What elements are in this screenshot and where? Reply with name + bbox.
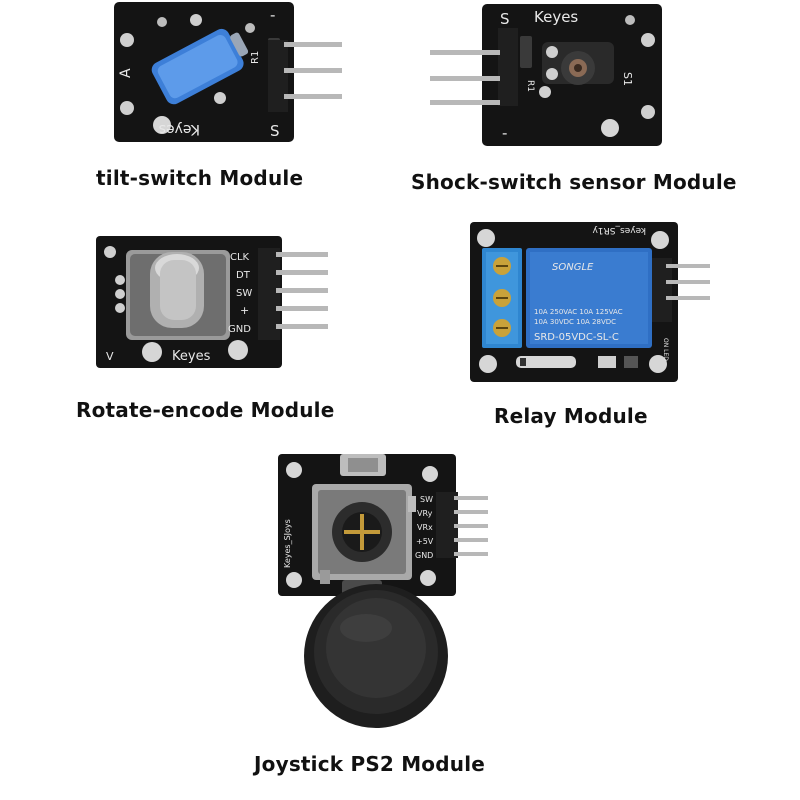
rotate-pin-dt: DT: [236, 270, 251, 281]
shock-r1-label: R1: [525, 80, 535, 92]
rotate-pin-gnd: GND: [228, 324, 251, 335]
rotate-pin-clk: CLK: [230, 252, 250, 263]
shock-switch-caption: Shock-switch sensor Module: [411, 170, 737, 194]
rotate-encode-module: CLK DT SW + GND Keyes V: [90, 230, 340, 375]
tilt-a-label: A: [118, 68, 134, 78]
tilt-s-label: S: [270, 122, 280, 140]
joystick-pin-vrx: VRx: [417, 523, 433, 532]
relay-board-label: keyes_SR1y: [592, 225, 646, 235]
joystick-board: SW VRy VRx +5V GND Keyes_SJoys: [278, 454, 488, 728]
joystick-pin-vry: VRy: [417, 509, 433, 518]
tilt-minus-label: -: [270, 6, 275, 24]
shock-brand-label: Keyes: [534, 8, 578, 26]
rotate-brand-label: Keyes: [172, 349, 211, 364]
rotate-encode-board: CLK DT SW + GND Keyes V: [96, 236, 328, 368]
tilt-brand-label: Keyes: [159, 121, 200, 137]
relay-module: keyes_SR1y SONGLE 10A 250VAC 10A 125VAC …: [466, 218, 716, 388]
tilt-switch-caption: tilt-switch Module: [96, 166, 304, 190]
shock-s1-label: S1: [621, 72, 634, 86]
tilt-r1-label: R1: [250, 51, 261, 64]
relay-brand-label: SONGLE: [552, 262, 594, 273]
relay-rating-1: 10A 250VAC 10A 125VAC: [534, 308, 623, 316]
joystick-caption: Joystick PS2 Module: [254, 752, 486, 776]
tilt-switch-board: - S A R1 Keyes: [114, 2, 342, 142]
joystick-pin-5v: +5V: [416, 537, 434, 546]
shock-switch-board: S - Keyes S1 R1: [430, 4, 662, 146]
rotate-v-label: V: [106, 350, 114, 363]
joystick-board-label: Keyes_SJoys: [283, 519, 292, 568]
relay-board: keyes_SR1y SONGLE 10A 250VAC 10A 125VAC …: [470, 222, 710, 382]
shock-minus-label: -: [502, 124, 507, 142]
relay-rating-2: 10A 30VDC 10A 28VDC: [534, 318, 616, 326]
rotate-pin-sw: SW: [236, 288, 252, 299]
relay-model-label: SRD-05VDC-SL-C: [534, 332, 619, 343]
relay-on-led-label: ON LED: [662, 338, 669, 361]
rotate-encode-caption: Rotate-encode Module: [76, 398, 335, 422]
shock-s-label: S: [500, 10, 510, 28]
joystick-pin-sw: SW: [420, 495, 433, 504]
tilt-switch-module: - S A R1 Keyes: [100, 0, 360, 150]
joystick-pin-gnd: GND: [415, 551, 433, 560]
joystick-ps2-module: SW VRy VRx +5V GND Keyes_SJoys: [270, 448, 500, 738]
shock-switch-module: S - Keyes S1 R1: [420, 0, 680, 155]
rotate-pin-plus: +: [240, 304, 249, 317]
relay-caption: Relay Module: [494, 404, 648, 428]
